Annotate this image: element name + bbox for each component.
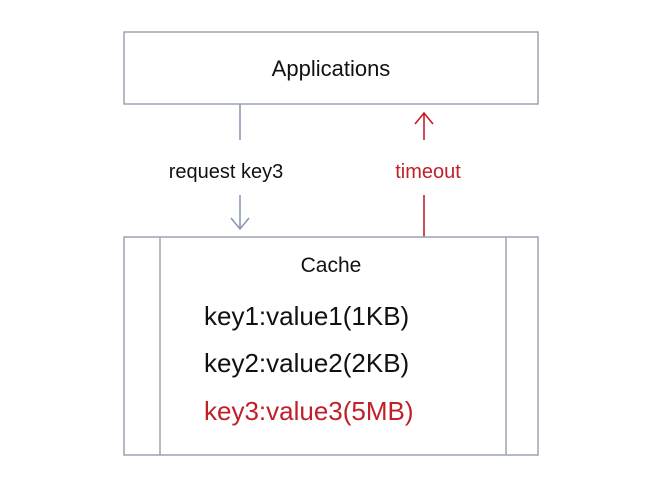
cache-entry-key3: key3:value3(5MB) — [204, 396, 414, 426]
request-arrow-label: request key3 — [169, 161, 284, 183]
timeout-arrow: timeout — [395, 111, 461, 237]
request-arrow-head — [230, 217, 250, 231]
applications-box-frame — [123, 31, 539, 105]
cache-box: Cache key1:value1(1KB) key2:value2(2KB) … — [123, 236, 539, 456]
cache-title: Cache — [301, 254, 362, 277]
cache-box-frame — [123, 236, 539, 456]
cache-entry-key2: key2:value2(2KB) — [204, 348, 409, 378]
timeout-arrow-label: timeout — [395, 161, 461, 183]
applications-label: Applications — [272, 56, 391, 81]
applications-box: Applications — [123, 31, 539, 105]
request-arrow: request key3 — [169, 104, 284, 231]
cache-entry-key1: key1:value1(1KB) — [204, 301, 409, 331]
timeout-arrow-head — [414, 111, 434, 125]
